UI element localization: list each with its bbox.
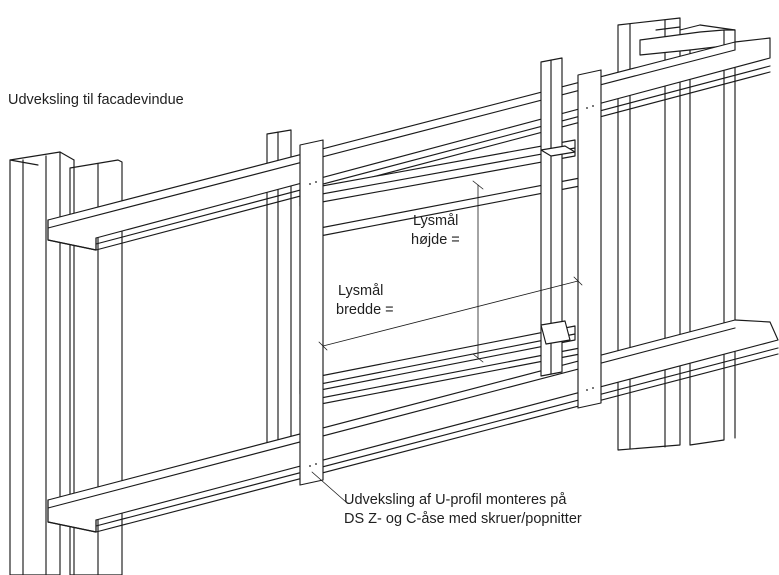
note-line2: DS Z- og C-åse med skruer/popnitter	[344, 511, 582, 527]
width-label-line1: Lysmål	[338, 283, 384, 299]
height-dimension	[472, 180, 484, 363]
height-label-line1: Lysmål	[413, 213, 459, 229]
right-jamb	[540, 57, 576, 377]
right-strap	[577, 69, 602, 409]
note-line1: Udveksling af U-profil monteres på	[344, 492, 567, 508]
width-dimension	[318, 276, 583, 351]
left-strap	[299, 139, 324, 486]
note-leader	[311, 471, 347, 503]
height-label-line2: højde =	[411, 232, 460, 248]
left-column	[9, 151, 123, 575]
diagram-title: Udveksling til facadevindue	[8, 92, 184, 108]
width-label-line2: bredde =	[336, 302, 394, 318]
